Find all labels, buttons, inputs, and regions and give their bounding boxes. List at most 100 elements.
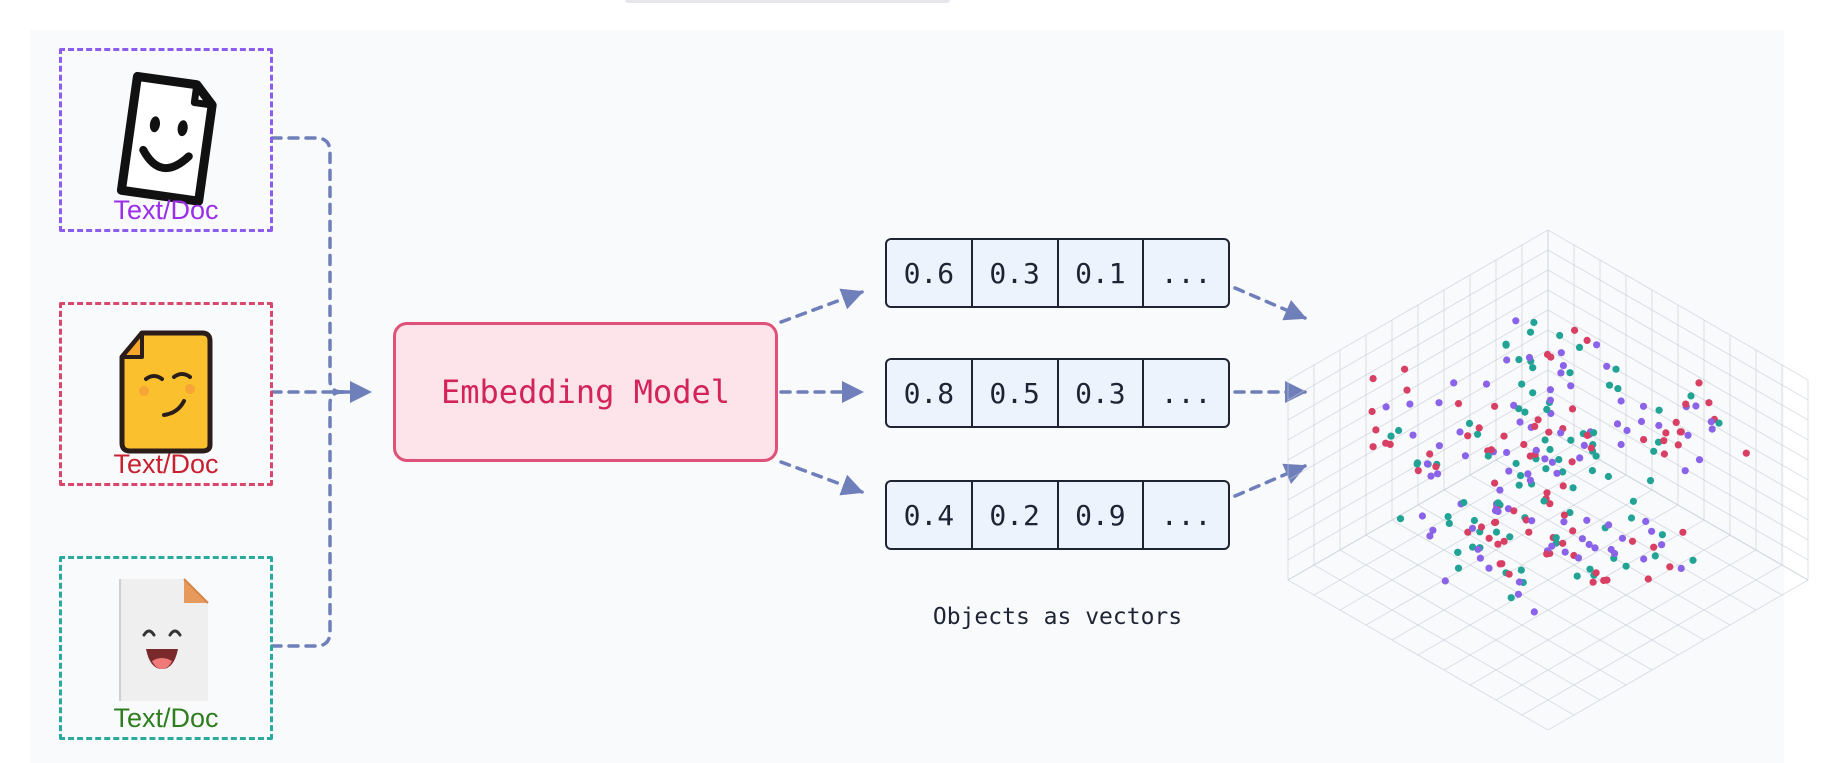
vector-point <box>1485 534 1493 542</box>
grid-line <box>1547 249 1809 401</box>
vector-point <box>1427 472 1435 480</box>
vector-point <box>1470 516 1478 525</box>
vector-point <box>1560 511 1568 519</box>
vector-point <box>1500 432 1508 440</box>
grid-line <box>1287 289 1549 441</box>
vector-point <box>1559 482 1567 490</box>
vector-point <box>1541 436 1549 444</box>
vector-point <box>1611 549 1619 558</box>
vectors-caption: Objects as vectors <box>932 604 1183 630</box>
vector-point <box>1531 422 1539 430</box>
vector-point <box>1605 381 1614 389</box>
vector-point <box>1491 479 1499 487</box>
vector-value: 0.9 <box>1056 482 1143 548</box>
vector-point <box>1423 460 1431 468</box>
vector-point <box>1567 382 1575 390</box>
arrow-to-space-3 <box>1233 463 1307 498</box>
vector-ellipsis: ... <box>1142 240 1228 306</box>
vector-point <box>1583 516 1591 524</box>
vector-point <box>1689 556 1697 564</box>
vector-point <box>1534 416 1542 424</box>
vector-point <box>1406 400 1414 408</box>
grid-line <box>1287 269 1549 421</box>
vector-point <box>1492 528 1501 536</box>
vector-point <box>1460 499 1468 507</box>
vector-point <box>1491 402 1499 410</box>
vector-point <box>1413 460 1421 468</box>
grid-line <box>1547 579 1809 731</box>
grid-line <box>1547 329 1809 481</box>
vector-point <box>1648 527 1656 535</box>
vector-point <box>1650 447 1658 455</box>
vector-point <box>1517 566 1525 574</box>
vector-point <box>1532 446 1540 454</box>
grid-line <box>1547 229 1809 381</box>
embedding-model-label: Embedding Model <box>441 373 730 411</box>
vector-point <box>1646 477 1655 485</box>
grid-line <box>1287 329 1549 481</box>
vector-point <box>1525 528 1533 536</box>
content-document-icon <box>119 330 213 454</box>
vector-point <box>1464 432 1472 440</box>
vector-point <box>1672 418 1680 426</box>
vector-point <box>1707 418 1715 426</box>
vector-point <box>1547 353 1555 361</box>
vector-point <box>1583 431 1591 439</box>
grid-line <box>1495 549 1757 701</box>
vector-point <box>1512 317 1520 325</box>
vector-point <box>1403 386 1411 394</box>
vector-point <box>1441 577 1449 585</box>
vector-point <box>1603 576 1611 584</box>
vector-point <box>1566 508 1574 517</box>
input-text-doc-1: Text/Doc <box>59 48 273 232</box>
vector-point <box>1555 456 1563 464</box>
vector-point <box>1465 419 1474 427</box>
vector-point <box>1642 517 1650 526</box>
vector-point <box>1655 421 1663 430</box>
vector-point <box>1503 356 1511 364</box>
vector-point <box>1695 379 1703 387</box>
vector-point <box>1529 364 1537 372</box>
vector-value: 0.5 <box>970 360 1057 426</box>
vector-point <box>1629 497 1637 505</box>
vector-point <box>1518 380 1526 388</box>
vector-point <box>1578 535 1586 543</box>
smiling-document-icon <box>116 71 217 206</box>
grid-line <box>1521 564 1783 716</box>
vector-point <box>1546 396 1554 404</box>
vector-point <box>1552 534 1560 542</box>
vector-point <box>1496 486 1504 494</box>
grid-line <box>1417 504 1679 656</box>
vector-point <box>1548 458 1556 466</box>
input-label: Text/Doc <box>113 449 219 479</box>
vector-point <box>1524 470 1532 478</box>
grid-line <box>1391 519 1653 671</box>
input-label: Text/Doc <box>113 195 219 225</box>
vector-point <box>1512 459 1520 468</box>
vector-point <box>1590 429 1598 437</box>
vector-point <box>1588 467 1596 475</box>
vector-point <box>1569 527 1577 535</box>
vector-point <box>1651 552 1659 560</box>
vector-point <box>1662 429 1670 437</box>
vector-point <box>1426 532 1434 540</box>
vector-point <box>1639 402 1648 410</box>
vector-point <box>1510 507 1518 515</box>
vector-point <box>1613 420 1622 428</box>
vector-point <box>1592 452 1600 460</box>
vector-point <box>1468 524 1477 532</box>
vector-point <box>1559 539 1567 547</box>
vector-point <box>1557 429 1565 437</box>
vector-point <box>1574 554 1583 562</box>
vector-point <box>1540 497 1548 505</box>
top-bar-edge <box>625 0 950 3</box>
vector-point <box>1640 436 1648 444</box>
vector-point <box>1583 336 1591 344</box>
vector-point <box>1591 544 1599 552</box>
vector-point <box>1681 467 1689 475</box>
vector-point <box>1530 318 1538 327</box>
vector-point <box>1603 362 1611 370</box>
vector-point <box>1617 440 1625 449</box>
vector-point <box>1605 521 1613 529</box>
vector-point <box>1487 446 1495 454</box>
